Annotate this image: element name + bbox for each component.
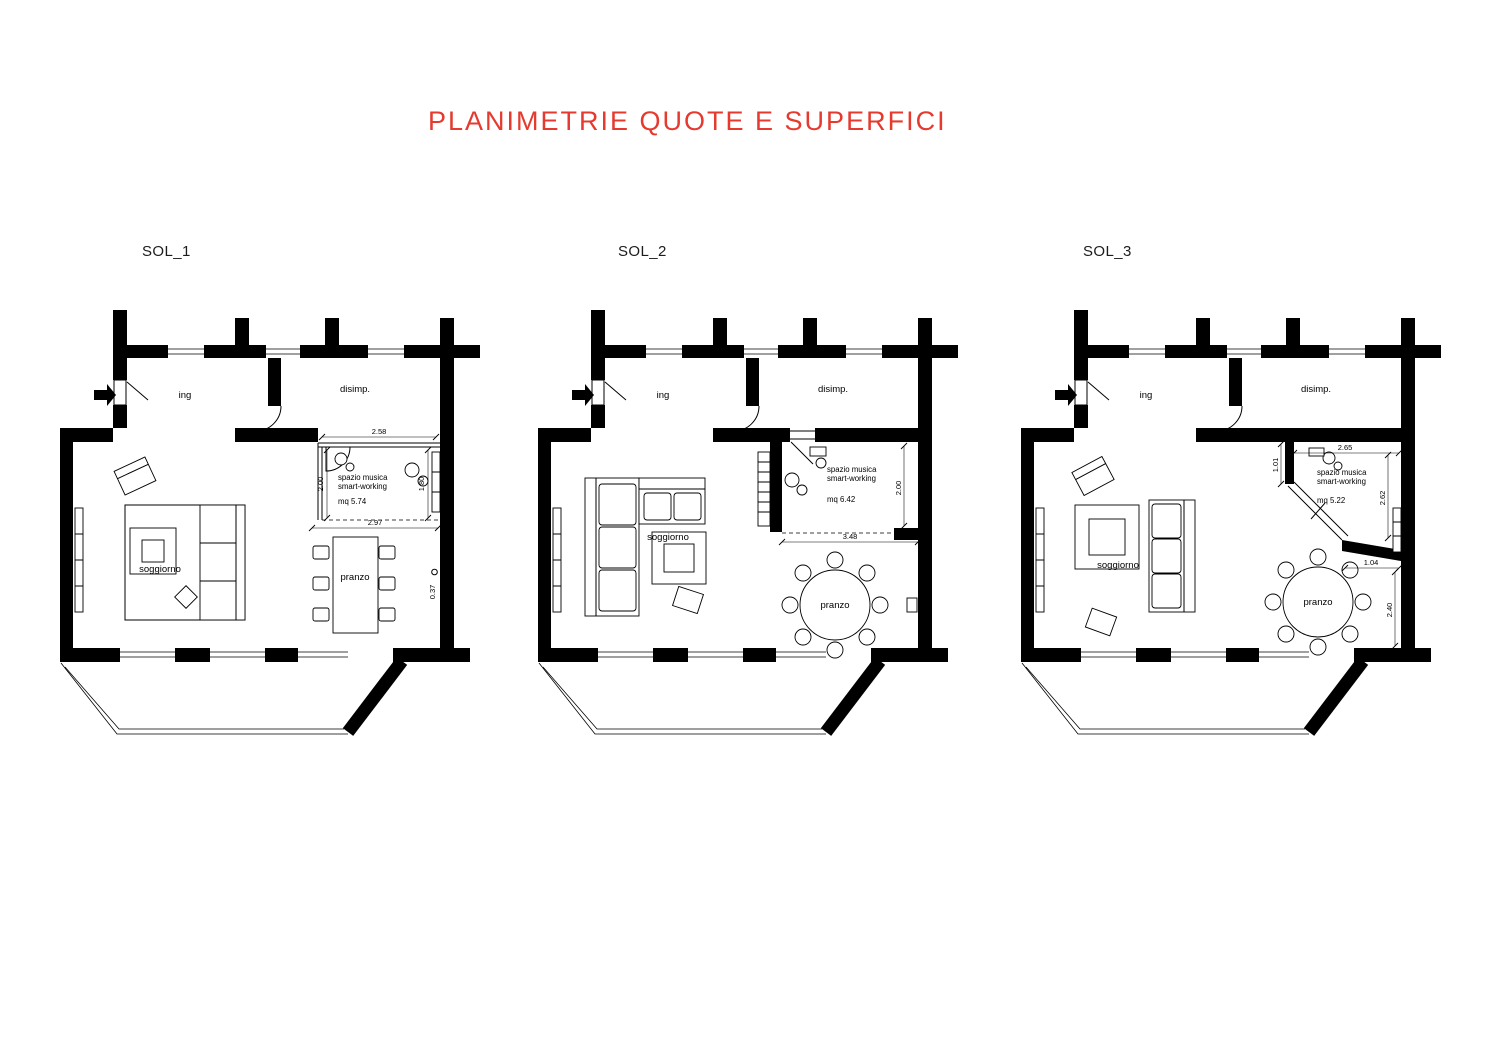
bookshelf bbox=[757, 451, 771, 527]
dining-set bbox=[312, 536, 396, 634]
dim-top: 2.58 bbox=[372, 427, 387, 436]
dimensions-sol2: 2.00 3.48 bbox=[778, 442, 922, 546]
music-area: mq 5.74 bbox=[338, 497, 367, 506]
music-label-2: smart-working bbox=[1317, 477, 1366, 486]
room-label-pranzo: pranzo bbox=[1303, 597, 1332, 608]
dimensions-sol1: 2.58 2.00 1.80 2.97 0.37 bbox=[308, 427, 442, 600]
room-label-disimp: disimp. bbox=[818, 384, 848, 395]
dining-table bbox=[1282, 566, 1354, 638]
music-label-1: spazio musica bbox=[1317, 468, 1367, 477]
sliding-door bbox=[1287, 481, 1349, 541]
music-space-sol3 bbox=[1308, 447, 1402, 553]
music-label-2: smart-working bbox=[827, 474, 876, 483]
room-label-ing: ing bbox=[1140, 390, 1153, 401]
floorplan-sol2: 2.00 3.48 ing disimp. soggiorno pranzo s… bbox=[528, 300, 968, 770]
room-label-ing: ing bbox=[657, 390, 670, 401]
dim-mid: 1.04 bbox=[1364, 558, 1379, 567]
room-label-pranzo: pranzo bbox=[820, 600, 849, 611]
partition-wall bbox=[770, 442, 782, 532]
chair bbox=[1084, 607, 1118, 637]
room-label-disimp: disimp. bbox=[340, 384, 370, 395]
dim-bottom: 2.97 bbox=[368, 518, 383, 527]
dim-right: 1.80 bbox=[417, 477, 426, 492]
room-label-ing: ing bbox=[179, 390, 192, 401]
soggiorno-furniture bbox=[1071, 455, 1196, 637]
music-label-1: spazio musica bbox=[827, 465, 877, 474]
music-area: mq 5.22 bbox=[1317, 496, 1345, 505]
plan-label-sol2: SOL_2 bbox=[618, 243, 667, 260]
floorplan-sol3: 2.65 1.01 2.62 1.04 2.40 ing disimp. sog… bbox=[1011, 300, 1451, 770]
music-space-sol2 bbox=[757, 446, 827, 527]
dim-bottom: 3.48 bbox=[843, 532, 858, 541]
room-label-pranzo: pranzo bbox=[340, 572, 369, 583]
plan-shell bbox=[60, 310, 480, 734]
dining-table bbox=[799, 569, 871, 641]
music-label-2: smart-working bbox=[338, 482, 387, 491]
room-label-soggiorno: soggiorno bbox=[139, 564, 181, 575]
music-space-sol1 bbox=[317, 442, 441, 521]
dim-top: 2.65 bbox=[1338, 443, 1353, 452]
chair bbox=[671, 585, 705, 615]
sofa bbox=[199, 504, 246, 621]
interior-walls-sol2 bbox=[770, 428, 918, 540]
radiator bbox=[431, 451, 441, 513]
dimensions-sol3: 2.65 1.01 2.62 1.04 2.40 bbox=[1271, 440, 1403, 650]
armchair bbox=[113, 456, 157, 496]
room-label-soggiorno: soggiorno bbox=[1097, 560, 1139, 571]
armchair bbox=[1071, 455, 1115, 497]
plan-label-sol1: SOL_1 bbox=[142, 243, 191, 260]
music-area: mq 6.42 bbox=[827, 495, 855, 504]
dim-lower: 2.40 bbox=[1385, 603, 1394, 618]
dining-set bbox=[1264, 548, 1372, 656]
floorplan-sol1: 2.58 2.00 1.80 2.97 0.37 ing disimp. sog… bbox=[50, 300, 490, 770]
soggiorno-furniture bbox=[584, 477, 707, 617]
door-leaf bbox=[790, 441, 814, 465]
plan-label-sol3: SOL_3 bbox=[1083, 243, 1132, 260]
radiator bbox=[906, 597, 918, 613]
music-label-1: spazio musica bbox=[338, 473, 388, 482]
dim-right: 2.00 bbox=[894, 481, 903, 496]
dim-right: 2.62 bbox=[1378, 491, 1387, 506]
dim-left: 1.01 bbox=[1271, 458, 1280, 473]
room-label-soggiorno: soggiorno bbox=[647, 532, 689, 543]
room-label-disimp: disimp. bbox=[1301, 384, 1331, 395]
dim-wall: 0.37 bbox=[428, 585, 437, 600]
drawing-title: PLANIMETRIE QUOTE E SUPERFICI bbox=[428, 106, 947, 136]
side-table bbox=[174, 585, 198, 609]
radiator bbox=[1392, 507, 1402, 553]
dim-left: 2.00 bbox=[316, 477, 325, 492]
interior-walls-sol1 bbox=[292, 428, 318, 442]
dining-table bbox=[332, 536, 379, 634]
dining-set bbox=[781, 551, 918, 659]
interior-walls-sol3 bbox=[1253, 428, 1401, 561]
soggiorno-furniture bbox=[113, 456, 246, 621]
